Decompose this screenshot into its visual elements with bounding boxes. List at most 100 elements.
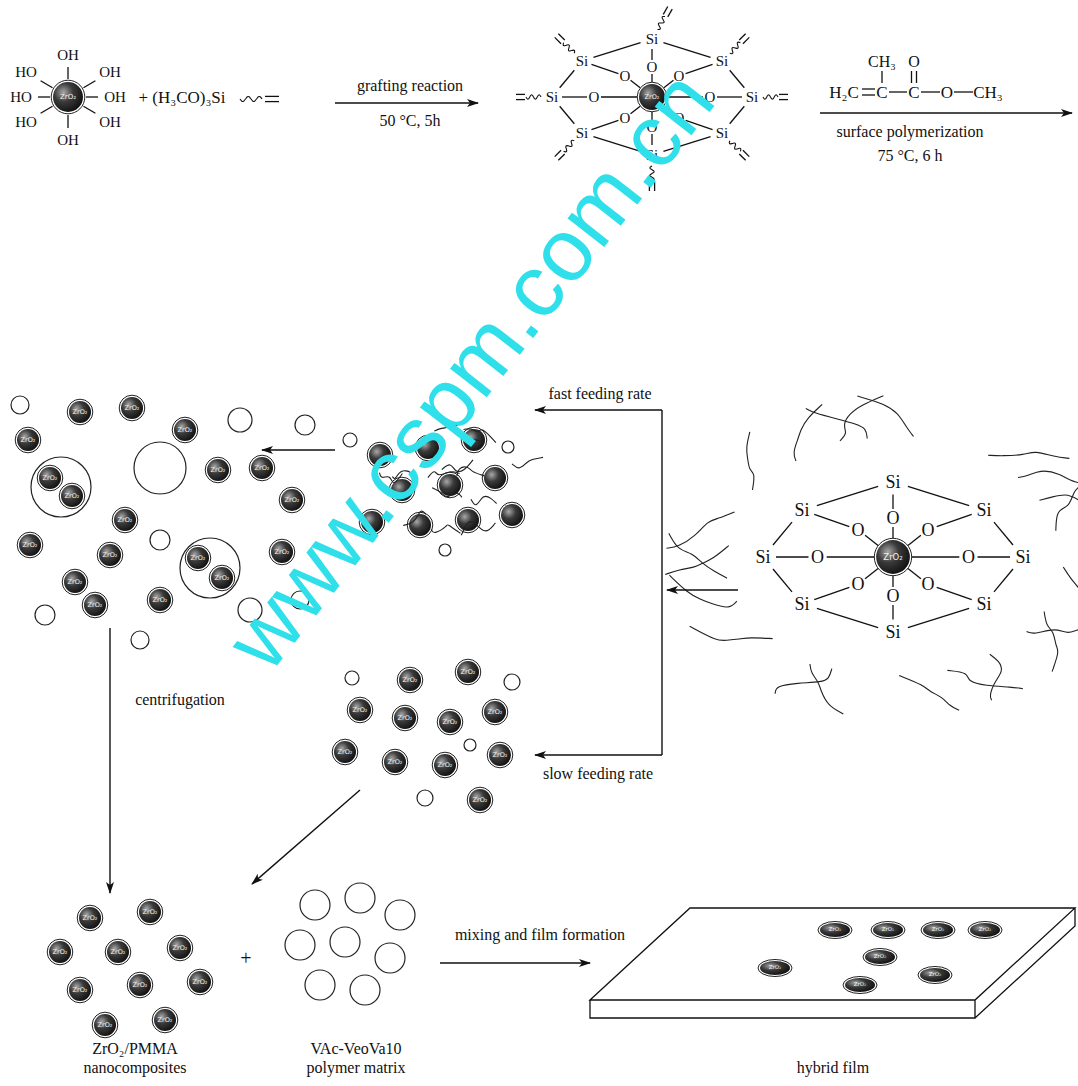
spacer-chain xyxy=(763,95,778,99)
polymer-chain xyxy=(1044,612,1058,672)
zro2-particle xyxy=(469,789,491,811)
spacer-chain xyxy=(563,43,575,54)
atom-label: Si xyxy=(576,126,589,141)
vinyl-bond xyxy=(743,37,749,43)
particle-shell xyxy=(467,787,493,813)
particle-shell xyxy=(499,502,525,528)
reaction-arrow xyxy=(820,112,1072,113)
bond-line xyxy=(911,71,912,83)
polymer-chain xyxy=(806,408,867,438)
vinyl-bond xyxy=(555,150,561,156)
siloxane-link xyxy=(560,106,575,124)
bond-line xyxy=(67,67,68,79)
vinyl-bond xyxy=(668,9,673,17)
particle-label: ZrO₂ xyxy=(438,762,453,769)
polymer-particle xyxy=(285,930,315,960)
zro2-particle xyxy=(169,937,191,959)
reaction-arrow xyxy=(667,589,738,590)
polymer-chain xyxy=(990,654,1002,700)
atom-label: OH xyxy=(104,90,126,105)
particle-label: ZrO₂ xyxy=(193,979,208,986)
atom-label: HO xyxy=(10,90,32,105)
polymer-particle xyxy=(35,605,55,625)
zro2-particle xyxy=(69,401,91,423)
particle-label: ZrO₂ xyxy=(488,709,503,716)
bond-line xyxy=(881,71,882,83)
particle-label: ZrO₂ xyxy=(21,437,36,444)
polymer-chain xyxy=(775,669,832,694)
zro2-particle xyxy=(439,711,461,733)
atom-label: Si xyxy=(1015,548,1030,566)
zro2-particle xyxy=(69,979,91,1001)
polymer-chain xyxy=(810,664,843,714)
vinyl-bond xyxy=(779,99,788,100)
polymer-chain xyxy=(1056,476,1078,531)
particle-shell xyxy=(127,972,153,998)
polymer-chain xyxy=(669,575,736,607)
particle-label: ZrO₂ xyxy=(158,1017,173,1024)
particle-label: ZrO₂ xyxy=(103,552,118,559)
particle-label: ZrO₂ xyxy=(118,517,133,524)
bond-line xyxy=(83,81,95,88)
atom-label: O xyxy=(908,54,920,70)
embedded-particle xyxy=(873,923,903,937)
particle-label: ZrO₂ xyxy=(191,555,206,562)
polymer-particle xyxy=(502,441,514,453)
particle-label: ZrO₂ xyxy=(932,927,945,933)
particle-shell xyxy=(67,977,93,1003)
bond-line xyxy=(892,576,893,587)
particle-label: ZrO₂ xyxy=(111,949,126,956)
particle-label: ZrO₂ xyxy=(285,497,300,504)
particle-label: ZrO₂ xyxy=(73,987,88,994)
particle-shell xyxy=(209,565,235,591)
polymer-chain xyxy=(794,404,822,461)
particle-label: ZrO₂ xyxy=(388,759,403,766)
particle-shell xyxy=(152,1007,178,1033)
reaction-arrow xyxy=(109,628,110,893)
zro2-particle xyxy=(114,509,136,531)
particle-shell xyxy=(818,922,852,939)
atom-label: O xyxy=(811,548,824,566)
particle-shell xyxy=(172,417,198,443)
zro2-particle xyxy=(251,457,273,479)
bond-line xyxy=(67,115,68,128)
reaction-arrow xyxy=(535,409,662,410)
particle-shell xyxy=(455,659,481,685)
bond-line xyxy=(978,556,1011,557)
polymer-chain xyxy=(512,457,543,468)
bond-line xyxy=(865,569,878,579)
bond-line xyxy=(937,514,972,526)
particle-shell xyxy=(147,587,173,613)
particle-label: ZrO₂ xyxy=(178,427,193,434)
process-label: centrifugation xyxy=(135,692,225,708)
zro2-particle xyxy=(457,509,479,531)
spacer-chain xyxy=(658,16,666,29)
particle-shell xyxy=(59,483,85,509)
bond-line xyxy=(908,535,921,545)
polymer-particle xyxy=(228,408,252,432)
atom-label: Si xyxy=(546,90,559,105)
atom-label: O xyxy=(922,575,935,593)
particle-shell xyxy=(871,922,905,939)
polymer-particle xyxy=(300,890,330,920)
particle-shell xyxy=(487,742,513,768)
polymer-particle xyxy=(464,739,476,751)
embedded-particle xyxy=(845,978,875,992)
bond-line xyxy=(776,556,809,557)
group-box: VAc-VeoVa10 polymer matrix xyxy=(272,885,440,1083)
particle-label: ZrO₂ xyxy=(53,949,68,956)
particle-label: ZrO₂ xyxy=(125,405,140,412)
polymer-chain xyxy=(431,525,460,533)
bond-line xyxy=(862,94,875,95)
atom-label: Si xyxy=(976,595,991,613)
atom-label: H₂C xyxy=(829,84,859,101)
reaction-arrow xyxy=(535,754,662,755)
zro2-particle xyxy=(409,514,431,536)
particle-shell xyxy=(77,905,103,931)
polymer-chain xyxy=(457,467,484,476)
particle-label: ZrO₂ xyxy=(73,409,88,416)
particle-label: ZrO₂ xyxy=(769,965,782,971)
polymer-chain xyxy=(432,488,462,498)
watermark: www.cspm.com.cn xyxy=(211,56,729,684)
